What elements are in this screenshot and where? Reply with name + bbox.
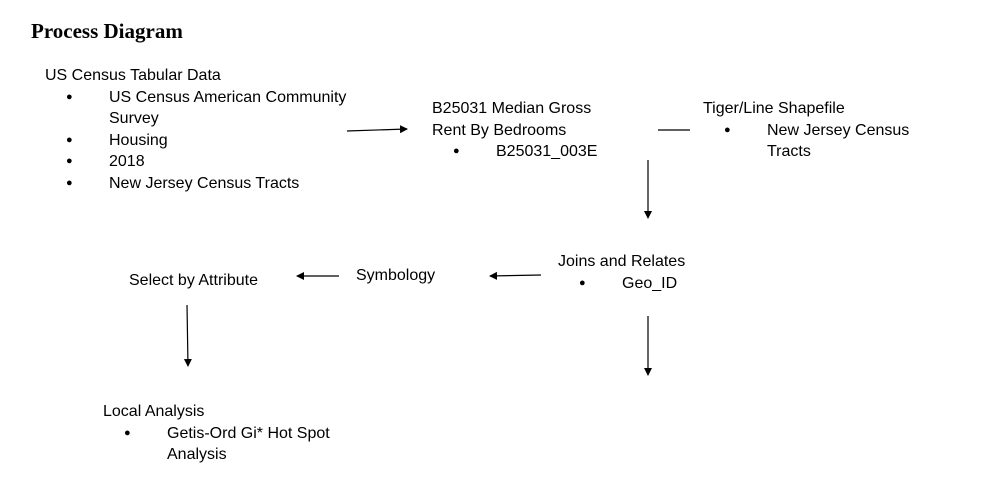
node-heading-line2: Rent By Bedrooms [432,121,567,139]
node-heading: Tiger/Line Shapefile [703,100,845,117]
node-heading: US Census Tabular Data [45,67,221,84]
list-item: B25031_003E [432,141,597,163]
list-item-text: New Jersey Census Tracts [767,121,910,161]
list-item-text: Housing [109,131,168,149]
node-item-list: Geo_ID [558,273,685,295]
node-heading: Symbology [356,267,436,284]
node-tiger-line-shapefile: Tiger/Line Shapefile New Jersey Census T… [703,98,947,163]
node-select-by-attribute: Select by Attribute [129,270,258,292]
node-local-analysis: Local Analysis Getis-Ord Gi* Hot Spot An… [103,401,357,466]
node-b25031: B25031 Median Gross Rent By Bedrooms B25… [432,98,597,163]
list-item-text: 2018 [109,153,145,170]
node-heading: Select by Attribute [129,272,258,289]
node-item-list: Getis-Ord Gi* Hot Spot Analysis [103,423,357,466]
arrow-census-to-b25031 [346,125,408,134]
diagram-title: Process Diagram [31,19,183,43]
list-item: New Jersey Census Tracts [45,173,389,195]
list-item: 2018 [45,151,389,173]
node-item-list: US Census American Community Survey Hous… [45,87,389,195]
node-heading: Joins and Relates [558,253,686,270]
node-item-list: B25031_003E [432,141,597,163]
node-heading: Local Analysis [103,403,205,420]
arrow-joins-to-symbology [489,271,542,280]
list-item-text: New Jersey Census Tracts [109,174,300,192]
arrow-select-to-local [183,304,192,367]
list-item-text: Geo_ID [622,274,678,292]
list-item-text: Getis-Ord Gi* Hot Spot Analysis [167,424,330,464]
list-item: US Census American Community Survey [45,87,389,130]
node-heading-line1: B25031 Median Gross [432,100,592,117]
node-joins-and-relates: Joins and Relates Geo_ID [558,251,685,294]
list-item: Geo_ID [558,273,685,295]
list-item: New Jersey Census Tracts [703,120,947,163]
node-item-list: New Jersey Census Tracts [703,120,947,163]
list-item-text: US Census American Community Survey [109,88,347,128]
list-item: Housing [45,130,389,152]
node-census-tabular-data: US Census Tabular Data US Census America… [45,65,389,194]
list-item: Getis-Ord Gi* Hot Spot Analysis [103,423,357,466]
node-symbology: Symbology [356,265,435,287]
list-item-text: B25031_003E [496,143,598,160]
